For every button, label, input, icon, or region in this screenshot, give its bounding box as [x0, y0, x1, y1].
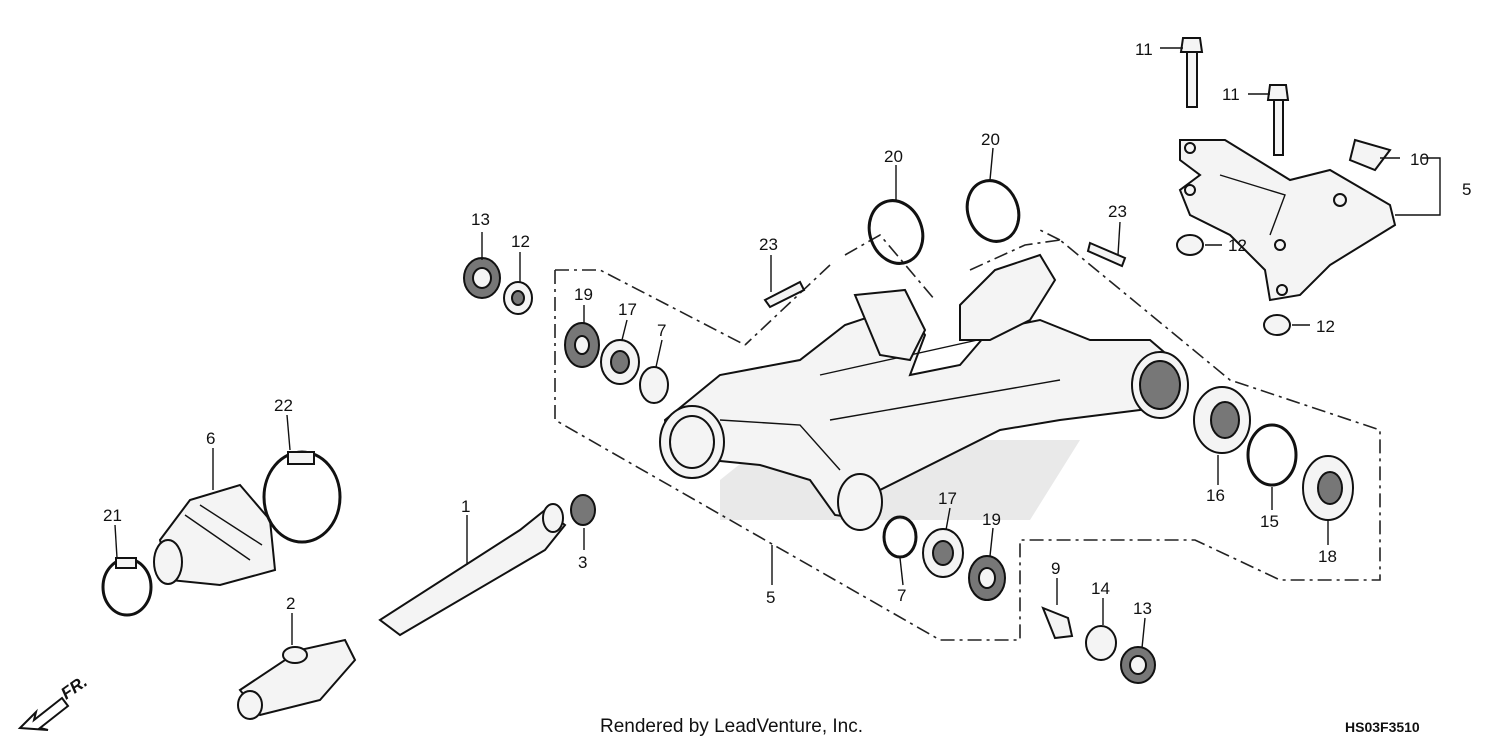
part-17-bearing[interactable] — [600, 339, 640, 385]
part-5-swingarm[interactable] — [659, 253, 1189, 531]
callout-7: 7 — [657, 321, 666, 340]
callout-4: 5 — [1462, 180, 1471, 199]
part-10-fitting[interactable] — [503, 281, 533, 315]
part-15-snap-ring[interactable] — [1246, 423, 1298, 487]
callout-19: 19 — [982, 510, 1001, 529]
part-7-collar[interactable] — [639, 366, 669, 404]
part-4-bracket[interactable] — [1178, 139, 1397, 302]
part-11-bolt-2[interactable] — [1266, 84, 1290, 156]
callout-10: 12 — [511, 232, 530, 251]
part-13-seal-2[interactable] — [1120, 646, 1156, 684]
callout-13: 13 — [471, 210, 490, 229]
callout-labels: 11 11 10 5 12 12 13 12 19 17 7 20 20 23 … — [103, 40, 1471, 618]
callout-17: 17 — [938, 489, 957, 508]
front-direction-arrow: FR. — [17, 672, 91, 731]
part-18-seal[interactable] — [1302, 455, 1354, 521]
part-12-nut-2[interactable] — [1263, 314, 1291, 336]
part-3-spring[interactable] — [570, 494, 596, 526]
callout-13: 13 — [1133, 599, 1152, 618]
part-20-o-ring[interactable] — [861, 193, 932, 271]
part-9-plug[interactable] — [1041, 606, 1074, 640]
part-23-bolt[interactable] — [763, 280, 806, 309]
callout-18: 18 — [1318, 547, 1337, 566]
part-19-bearing[interactable] — [564, 322, 600, 368]
assembly-boundary-upper — [844, 233, 1061, 301]
callout-6: 6 — [206, 429, 215, 448]
diagram-code: HS03F3510 — [1345, 719, 1420, 735]
callout-3: 3 — [578, 553, 587, 572]
part-23-bolt-2[interactable] — [1086, 241, 1127, 268]
callout-12: 12 — [1228, 236, 1247, 255]
callout-9: 9 — [1051, 559, 1060, 578]
callout-22: 22 — [274, 396, 293, 415]
part-16-bearing[interactable] — [1193, 386, 1251, 454]
callout-12: 12 — [1316, 317, 1335, 336]
callout-2: 2 — [286, 594, 295, 613]
part-20-o-ring-2[interactable] — [959, 173, 1027, 248]
part-11-bolt[interactable] — [1179, 37, 1204, 108]
part-17-bearing-2[interactable] — [922, 528, 964, 578]
callout-7: 7 — [897, 586, 906, 605]
part-8-decal[interactable] — [1348, 138, 1392, 172]
assembly-boundary — [554, 229, 1381, 641]
callout-15: 15 — [1260, 512, 1279, 531]
callout-20: 20 — [884, 147, 903, 166]
callout-17: 17 — [618, 300, 637, 319]
callout-14: 14 — [1091, 579, 1110, 598]
part-14-washer[interactable] — [1085, 625, 1117, 661]
callout-21: 21 — [103, 506, 122, 525]
callout-1: 1 — [461, 497, 470, 516]
part-1-drive-shaft[interactable] — [378, 503, 567, 637]
callout-23: 23 — [759, 235, 778, 254]
leader-lines — [114, 47, 1441, 649]
callout-16: 16 — [1206, 486, 1225, 505]
callout-11: 11 — [1222, 85, 1240, 104]
part-7-collar-2[interactable] — [882, 515, 918, 559]
callout-23: 23 — [1108, 202, 1127, 221]
callout-11: 11 — [1135, 40, 1153, 59]
part-22-band[interactable] — [262, 450, 342, 544]
part-21-band[interactable] — [101, 557, 153, 617]
part-6-boot[interactable] — [153, 483, 277, 587]
callout-5: 5 — [766, 588, 775, 607]
callout-8: 10 — [1410, 150, 1429, 169]
part-13-seal[interactable] — [463, 257, 501, 299]
part-19-bearing-2[interactable] — [968, 555, 1006, 601]
callout-19: 19 — [574, 285, 593, 304]
part-12-nut[interactable] — [1176, 234, 1204, 256]
render-credit: Rendered by LeadVenture, Inc. — [600, 716, 863, 737]
callout-20: 20 — [981, 130, 1000, 149]
part-2-universal-joint[interactable] — [237, 638, 357, 720]
